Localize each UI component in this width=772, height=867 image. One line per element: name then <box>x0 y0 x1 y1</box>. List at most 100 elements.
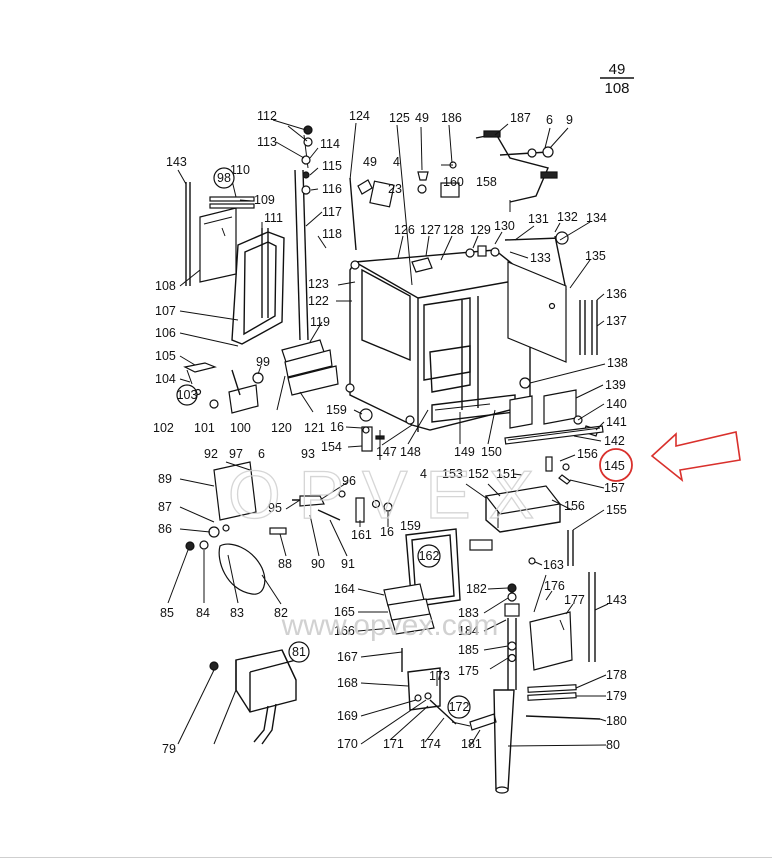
door-lock-assembly <box>183 362 264 414</box>
label-49-top: 49 <box>415 111 429 125</box>
page-number-bottom: 108 <box>604 80 629 97</box>
label-167: 168 <box>337 676 358 690</box>
label-82: 82 <box>274 606 288 620</box>
label-159-low: 159 <box>400 519 421 533</box>
label-84: 84 <box>196 606 210 620</box>
label-124: 124 <box>349 109 370 123</box>
label-122: 122 <box>308 294 329 308</box>
label-181: 182 <box>466 582 487 596</box>
label-155: 155 <box>606 503 627 517</box>
label-108: 108 <box>155 279 176 293</box>
label-107: 107 <box>155 304 176 318</box>
label-145: 157 <box>604 481 625 495</box>
label-6-mid: 6 <box>258 447 265 461</box>
label-184: 185 <box>458 643 479 657</box>
watermark: OPVEX www.opvex.com <box>227 456 552 642</box>
label-120: 120 <box>271 421 292 435</box>
mirror-assembly <box>185 461 393 595</box>
label-4-mid: 4 <box>420 467 427 481</box>
label-153: 153 <box>442 467 463 481</box>
label-100: 100 <box>230 421 251 435</box>
label-134: 134 <box>586 211 607 225</box>
label-169: 170 <box>337 737 358 751</box>
label-96: 96 <box>342 474 356 488</box>
label-109: 109 <box>254 193 275 207</box>
label-92: 92 <box>204 447 218 461</box>
label-142: 142 <box>604 434 625 448</box>
label-85: 85 <box>160 606 174 620</box>
callout-103: 103 <box>177 388 198 402</box>
label-102: 102 <box>153 421 174 435</box>
label-149: 149 <box>454 445 475 459</box>
highlight-marker <box>599 431 741 482</box>
label-147: 147 <box>376 445 397 459</box>
label-171: 173 <box>429 669 450 683</box>
label-165: 166 <box>334 624 355 638</box>
seat-frame <box>383 528 497 731</box>
label-128: 128 <box>443 223 464 237</box>
label-186: 186 <box>441 111 462 125</box>
label-163: 164 <box>334 582 355 596</box>
circled-callouts: 98 103 162 81 172 <box>176 167 471 719</box>
highlight-circle <box>599 448 633 482</box>
label-119: 119 <box>310 315 330 329</box>
label-135: 135 <box>585 249 606 263</box>
label-141: 141 <box>606 415 627 429</box>
label-151: 151 <box>496 467 517 481</box>
label-140: 140 <box>606 397 627 411</box>
label-160: 160 <box>443 175 464 189</box>
label-4-top: 4 <box>393 155 400 169</box>
left-door <box>185 182 285 345</box>
label-180: 80 <box>606 738 620 752</box>
label-110: 110 <box>230 163 250 177</box>
cab-frame <box>345 171 569 432</box>
gas-strut <box>294 125 327 341</box>
label-121: 121 <box>304 421 325 435</box>
pedal-rod <box>493 583 520 794</box>
label-143-low: 143 <box>606 593 627 607</box>
label-129: 129 <box>470 223 491 237</box>
callout-81: 81 <box>292 645 306 659</box>
part-labels: 143 110 109 111 108 107 106 105 104 102 … <box>153 109 628 756</box>
right-lower-parts <box>525 572 601 720</box>
label-16-low: 16 <box>380 525 394 539</box>
label-125: 125 <box>389 111 410 125</box>
label-123: 123 <box>308 277 329 291</box>
label-137: 137 <box>606 314 627 328</box>
label-164: 165 <box>334 605 355 619</box>
label-90: 90 <box>311 557 325 571</box>
label-126: 126 <box>394 223 415 237</box>
linkage-assembly <box>441 130 558 212</box>
label-168: 169 <box>337 709 358 723</box>
highlight-arrow-icon <box>650 431 741 482</box>
label-144: 145 <box>604 459 625 473</box>
label-111: 111 <box>264 211 283 225</box>
label-179: 180 <box>606 714 627 728</box>
label-148: 148 <box>400 445 421 459</box>
label-88: 88 <box>278 557 292 571</box>
label-130: 130 <box>494 219 515 233</box>
label-112: 112 <box>257 109 277 123</box>
label-143: 143 <box>166 155 187 169</box>
label-158: 158 <box>476 175 497 189</box>
label-16-top: 16 <box>330 420 344 434</box>
center-pieces <box>359 408 385 460</box>
label-175: 176 <box>544 579 565 593</box>
label-176: 177 <box>564 593 585 607</box>
label-131: 131 <box>528 212 549 226</box>
callout-162: 162 <box>419 549 440 563</box>
page-number-top: 49 <box>609 61 626 78</box>
bottom-rule <box>0 857 772 858</box>
label-83: 83 <box>230 606 244 620</box>
label-173: 174 <box>420 737 441 751</box>
label-6-top: 6 <box>546 113 553 127</box>
label-159-top: 159 <box>326 403 347 417</box>
label-89: 89 <box>158 472 172 486</box>
watermark-logo: OPVEX <box>228 457 552 533</box>
label-95: 95 <box>268 501 282 515</box>
step-assembly <box>469 456 574 566</box>
label-150: 150 <box>481 445 502 459</box>
label-91: 91 <box>341 557 355 571</box>
label-185: 175 <box>458 664 479 678</box>
